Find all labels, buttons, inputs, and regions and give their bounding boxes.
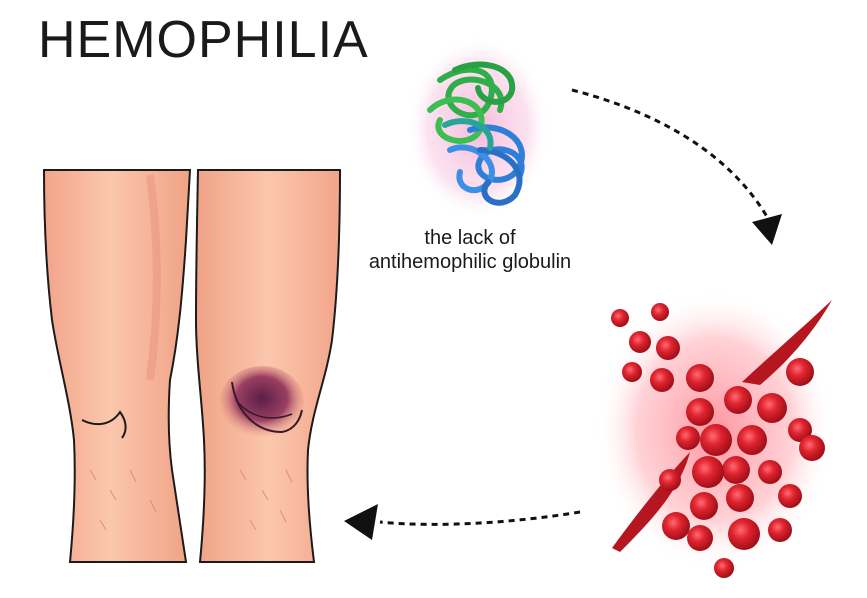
caption: the lack of antihemophilic globulin [340, 226, 600, 274]
arrow-head-left [344, 504, 378, 540]
arrow-blood-to-knee [344, 504, 580, 540]
blood-vessel-illustration [595, 290, 835, 578]
globulin-protein-icon [406, 36, 550, 220]
arrow-protein-to-blood [572, 90, 782, 245]
left-leg [44, 170, 190, 562]
right-leg [196, 170, 340, 562]
caption-line-2: antihemophilic globulin [340, 250, 600, 274]
caption-line-1: the lack of [340, 226, 600, 250]
arrow-head-down [752, 214, 782, 245]
knees-illustration [44, 170, 340, 562]
